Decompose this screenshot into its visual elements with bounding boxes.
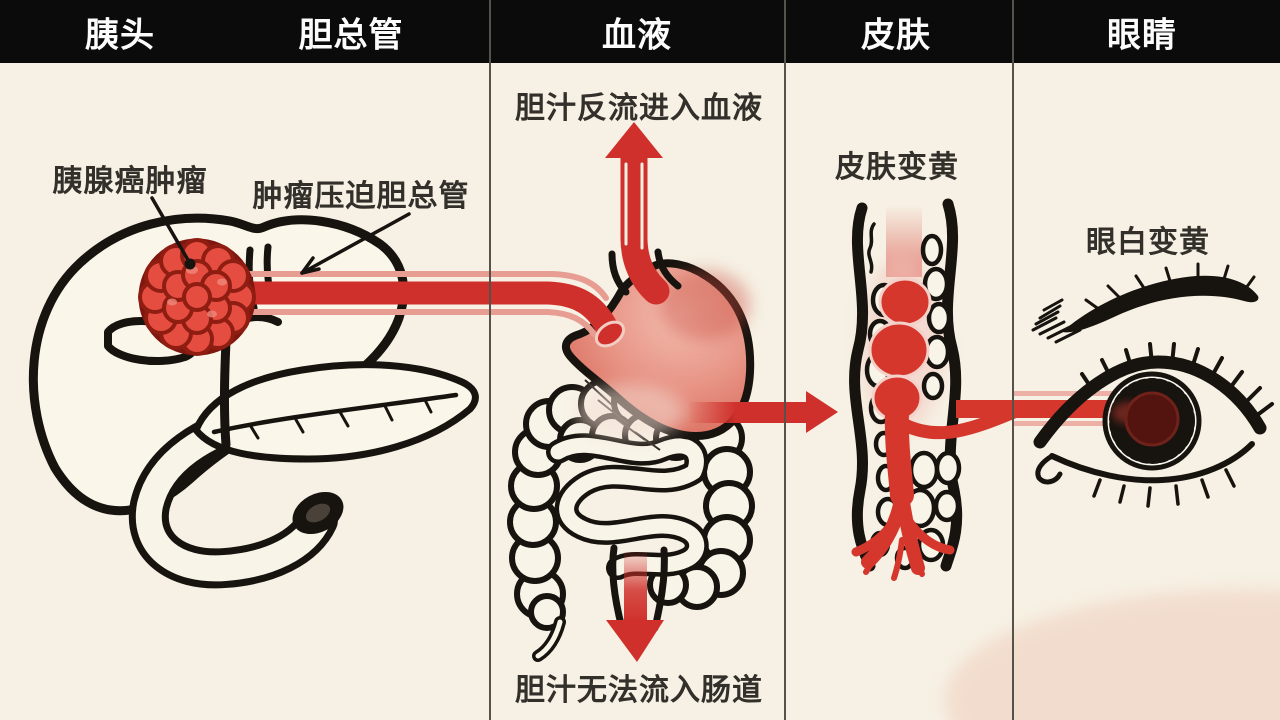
up-arrow <box>605 122 682 305</box>
right-arrow <box>688 391 838 433</box>
header-bar: 胰头 胆总管 血液 皮肤 眼睛 <box>0 0 1280 63</box>
liver-pancreas-illustration <box>28 213 479 589</box>
divider-3 <box>1012 0 1014 720</box>
header-label-skin: 皮肤 <box>861 16 931 54</box>
divider-1 <box>489 0 491 720</box>
header-label-bile-duct: 胆总管 <box>298 16 404 54</box>
annotation-pointers <box>150 196 411 275</box>
bile-reflux-label: 胆汁反流进入血液 <box>515 92 763 125</box>
down-arrow <box>606 552 664 662</box>
eye-illustration <box>1031 262 1274 508</box>
header-label-eyes: 眼睛 <box>1107 16 1177 54</box>
tumor-illustration <box>138 238 256 356</box>
bile-duct-band <box>224 271 626 348</box>
pupil <box>1124 391 1180 447</box>
divider-2 <box>784 0 786 720</box>
header-label-blood: 血液 <box>602 16 672 54</box>
stomach-illustration <box>561 259 755 440</box>
eye-yellow-label: 眼白变黄 <box>1086 226 1210 259</box>
bile-blocked-label: 胆汁无法流入肠道 <box>515 674 763 707</box>
header-label-pancreas-head: 胰头 <box>85 16 155 54</box>
tumor-label: 胰腺癌肿瘤 <box>52 165 208 198</box>
background-tint <box>945 590 1280 720</box>
skin-yellow-label: 皮肤变黄 <box>835 151 959 184</box>
duct-compress-label: 肿瘤压迫胆总管 <box>252 180 470 213</box>
